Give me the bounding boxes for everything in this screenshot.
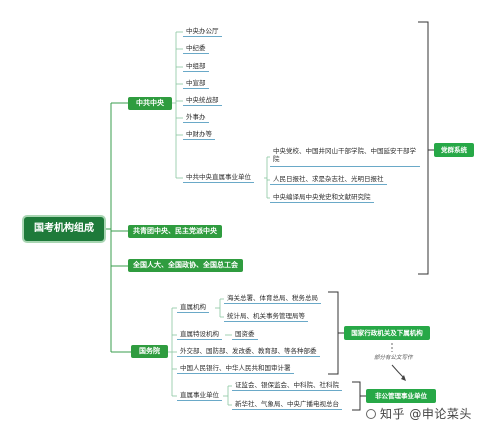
watermark: 知乎 @申论菜头: [380, 407, 472, 421]
branch-npc[interactable]: 全国人大、全国政协、全国总工会: [128, 259, 243, 272]
sc-institutions-item[interactable]: 新华社、气象局、中央广播电视总台: [232, 399, 342, 410]
branch-cppcc[interactable]: 共青团中央、民主党派中央: [128, 225, 222, 238]
ccp-item[interactable]: 中央统战部: [183, 95, 222, 106]
ccp-item[interactable]: 中财办等: [183, 129, 215, 140]
ccp-item[interactable]: 中组部: [183, 61, 209, 72]
note-official-writing: 部分有公文写作: [374, 355, 413, 361]
branch-state-council[interactable]: 国务院: [131, 345, 168, 358]
sc-direct-label[interactable]: 直属机构: [177, 302, 209, 313]
sc-direct-item[interactable]: 海关总署、体育总局、税务总局: [224, 293, 321, 304]
ccp-item[interactable]: 中纪委: [183, 43, 209, 54]
tag-admin[interactable]: 国家行政机关及下属机构: [344, 326, 430, 340]
sc-ministries[interactable]: 外交部、国防部、发改委、教育部、等各种部委: [177, 346, 320, 357]
sc-special-item[interactable]: 国资委: [232, 329, 258, 340]
tag-party-system[interactable]: 党群系统: [434, 143, 474, 157]
branch-ccp[interactable]: 中共中央: [128, 97, 172, 110]
ccp-affiliated-item[interactable]: 人民日报社、求是杂志社、光明日报社: [270, 174, 387, 185]
ccp-affiliated-item[interactable]: 中央编译局中央党史和文献研究院: [270, 192, 374, 203]
ccp-affiliated-label[interactable]: 中共中央直属事业单位: [183, 172, 254, 183]
sc-banks[interactable]: 中国人民银行、中华人民共和国审计署: [177, 363, 294, 374]
ccp-item[interactable]: 中宣部: [183, 78, 209, 89]
tag-non-civil[interactable]: 非公管理事业单位: [366, 389, 436, 403]
ccp-affiliated-item[interactable]: 中央党校、中国井冈山干部学院、中国延安干部学院: [270, 147, 420, 167]
sc-institutions-item[interactable]: 证监会、银保监会、中科院、社科院: [232, 380, 342, 391]
sc-direct-item[interactable]: 统计局、机关事务管理局等: [224, 311, 308, 322]
root-node[interactable]: 国考机构组成: [24, 217, 104, 241]
ccp-item[interactable]: 中央办公厅: [183, 26, 222, 37]
sc-special-label[interactable]: 直属特设机构: [177, 329, 222, 340]
sc-institutions-label[interactable]: 直属事业单位: [177, 390, 222, 401]
ccp-item[interactable]: 外事办: [183, 112, 209, 123]
zhihu-logo-icon: [366, 409, 376, 419]
